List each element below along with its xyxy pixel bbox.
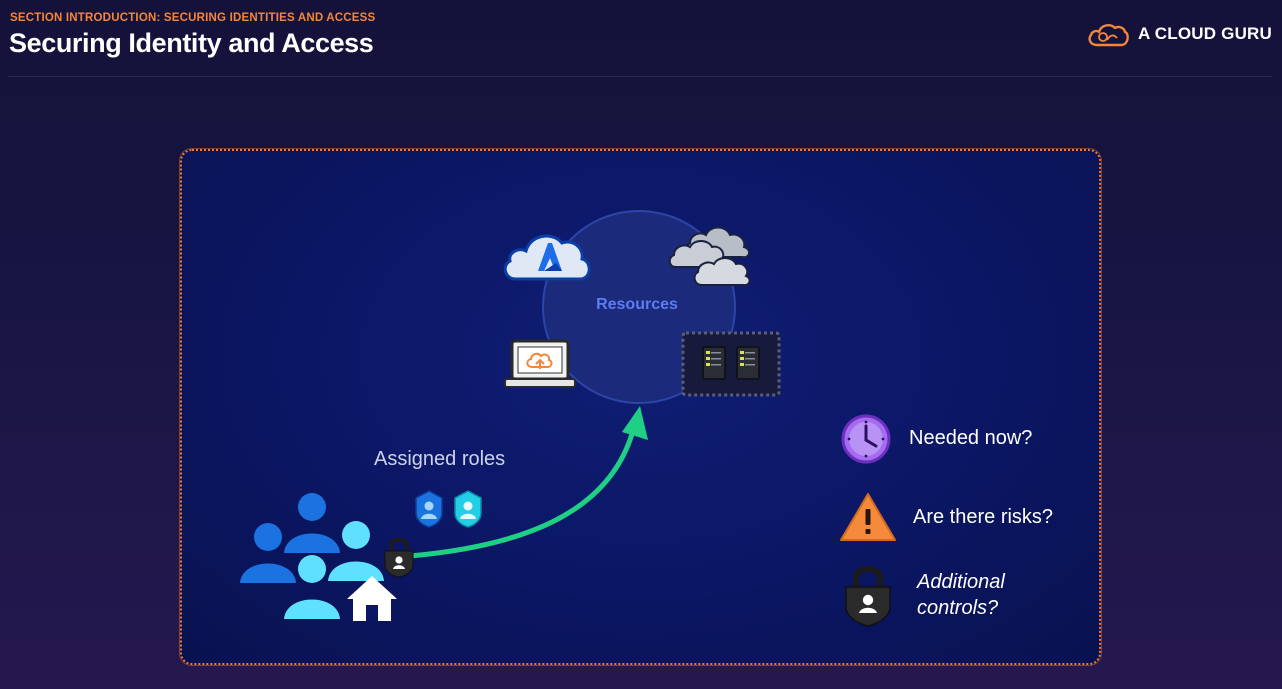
azure-cloud-icon (503, 234, 591, 281)
home-icon (347, 576, 397, 621)
header-divider (8, 76, 1272, 77)
brand-logo: A CLOUD GURU (1086, 20, 1272, 48)
lock-icon (384, 537, 414, 578)
question-additional-controls-line2: controls? (917, 597, 999, 619)
question-risks: Are there risks? (913, 506, 1054, 528)
role-badge-icon (454, 490, 482, 528)
section-label: SECTION INTRODUCTION: SECURING IDENTITIE… (10, 12, 376, 24)
resources-label: Resources (596, 296, 678, 313)
role-badge-icon (415, 490, 443, 528)
question-additional-controls: Additional controls? (917, 569, 1005, 621)
other-clouds-icon (668, 226, 751, 287)
diagram-panel: Resources Assigned ro (180, 149, 1101, 665)
servers-icon (681, 331, 781, 397)
laptop-icon (504, 339, 576, 388)
brand-name: A CLOUD GURU (1138, 24, 1272, 43)
question-needed-now: Needed now? (909, 427, 1033, 449)
question-additional-controls-line1: Additional (917, 571, 1005, 593)
clock-icon (841, 414, 891, 464)
assignment-arrow (407, 406, 648, 559)
warning-icon (840, 493, 896, 541)
lock-icon (845, 566, 891, 627)
users-group-icon (240, 493, 384, 619)
cloud-logo-icon (1088, 24, 1129, 47)
assigned-roles-label: Assigned roles (374, 448, 506, 470)
page-title: Securing Identity and Access (9, 28, 374, 58)
